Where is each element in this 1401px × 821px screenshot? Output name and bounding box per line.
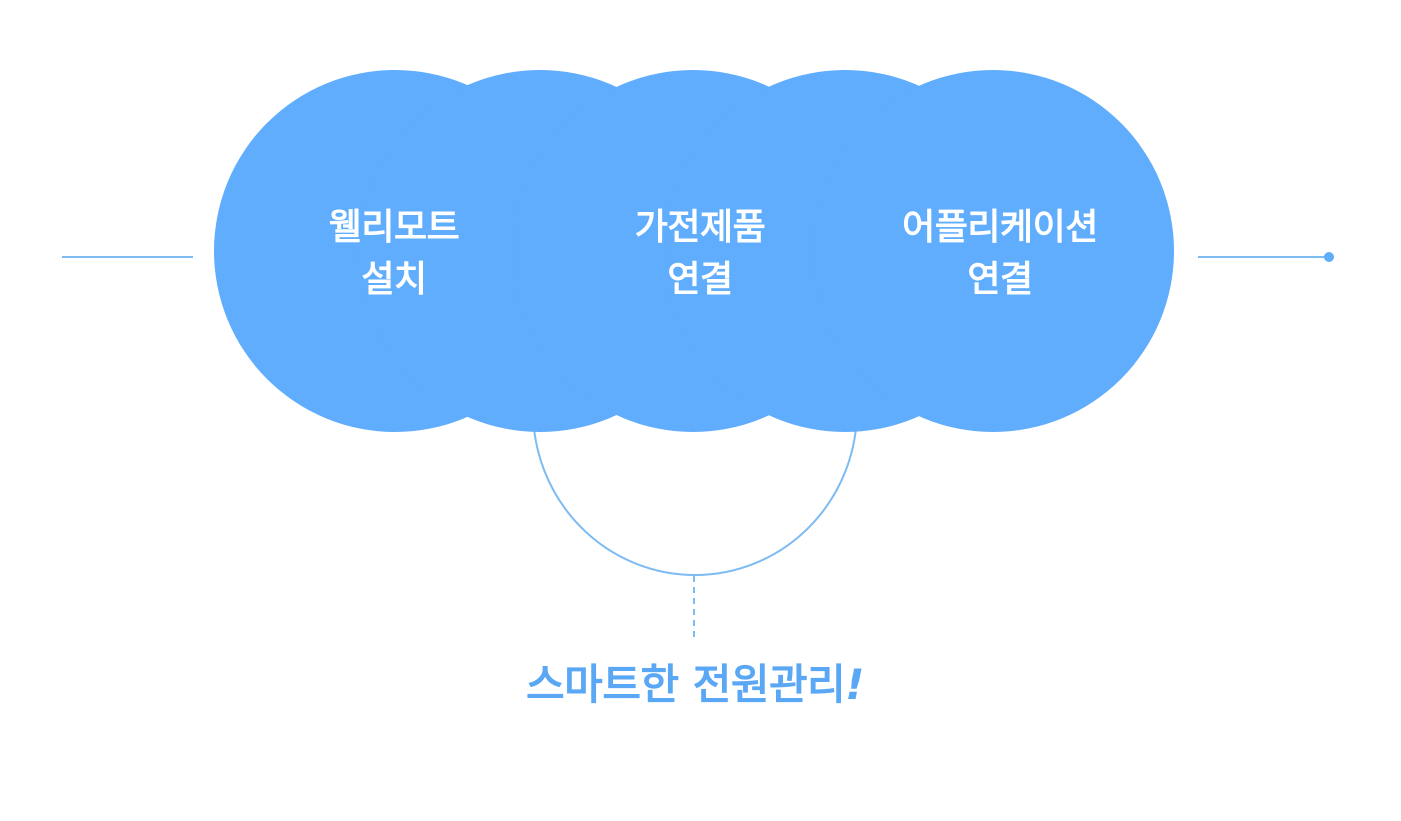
step-3-line-1: 어플리케이션 xyxy=(902,207,1098,248)
cloud-circle-5 xyxy=(812,70,1174,432)
step-label-remote-install: 웰리모트 설치 xyxy=(244,202,544,306)
result-title-text: 스마트한 전원관리 xyxy=(526,660,846,709)
step-1-line-1: 웰리모트 xyxy=(328,207,460,248)
step-1-line-2: 설치 xyxy=(361,259,427,300)
step-2-line-1: 가전제품 xyxy=(634,207,766,248)
right-connector-dot xyxy=(1324,252,1334,262)
result-arc xyxy=(532,409,858,576)
result-title-exclamation: ! xyxy=(845,660,864,709)
step-label-appliance-connect: 가전제품 연결 xyxy=(550,202,850,306)
step-2-line-2: 연결 xyxy=(667,259,733,300)
step-label-app-connect: 어플리케이션 연결 xyxy=(850,202,1150,306)
result-title: 스마트한 전원관리! xyxy=(400,650,990,720)
step-3-line-2: 연결 xyxy=(967,259,1033,300)
cloud-shape xyxy=(214,70,1174,432)
